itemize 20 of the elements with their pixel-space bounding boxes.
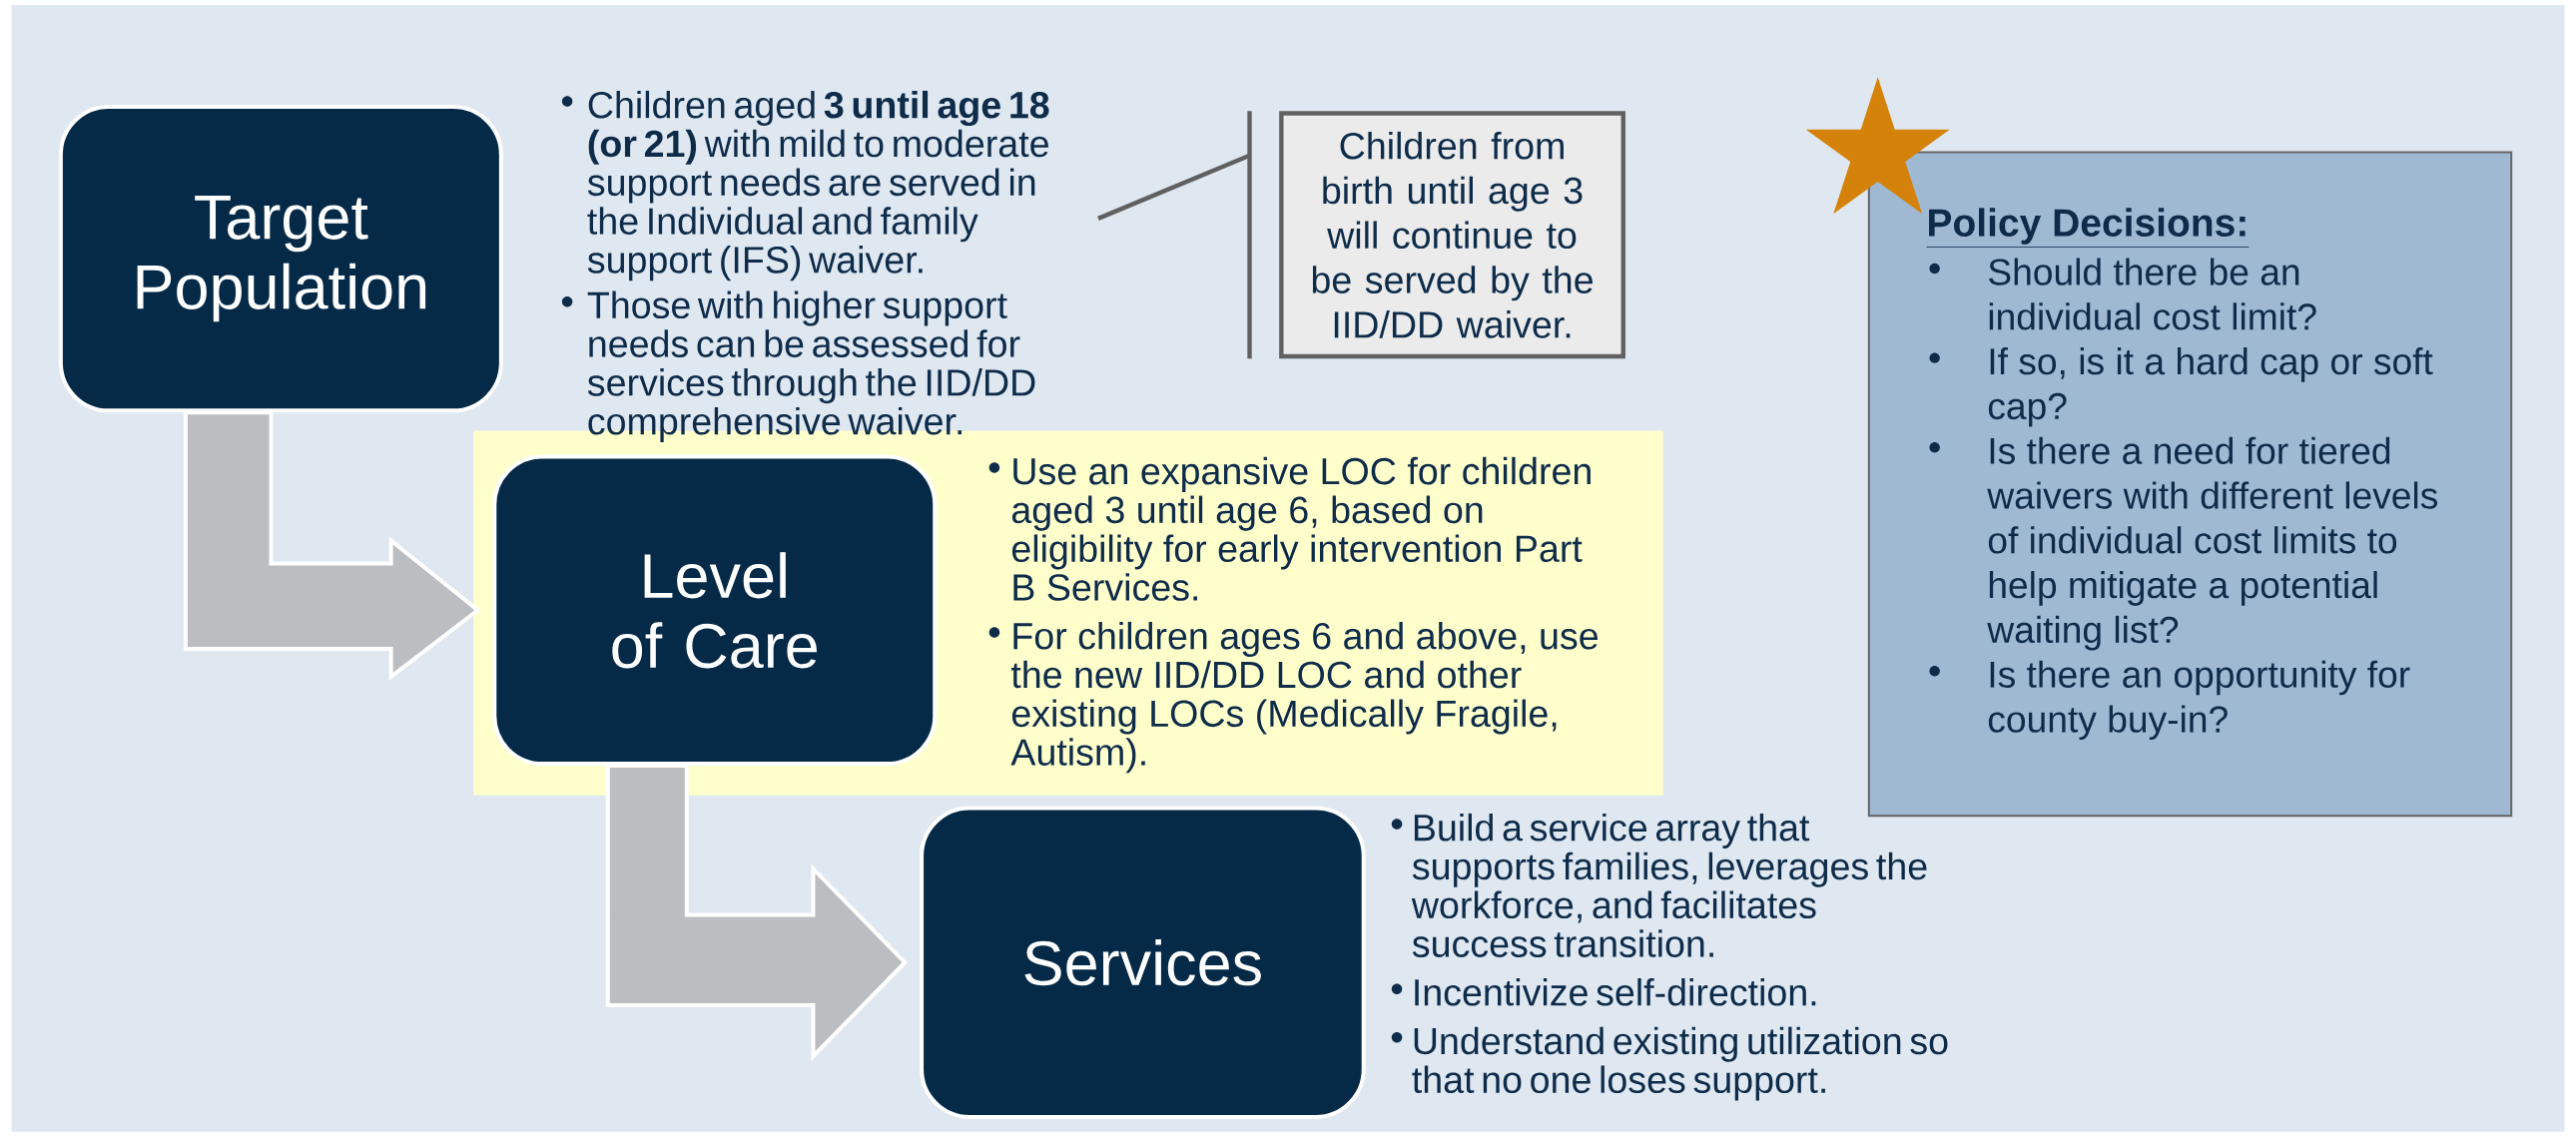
bullet-item: Incentivize self-direction. (1391, 978, 1816, 1006)
process-box: Level of Care (492, 454, 938, 767)
leader-line (1097, 111, 1252, 359)
bullet-item: For children ages 6 and above, use the new IID/DD LOC and other existing LOCs (Medically Fragile, Autism). (988, 622, 1598, 774)
bullet-item: Build a service array that supports families, leverages the workforce, and facilitates success transition. (1391, 814, 1927, 958)
bullet-item: Should there be an individual cost limit? (1929, 258, 2316, 330)
bullet-item: If so, is it a hard cap or soft cap? (1929, 347, 2433, 427)
bullet-item: Those with higher support needs can be assessed for services through the IID/DD comprehensive waiver. (561, 290, 1035, 443)
bent-arrow (183, 410, 481, 682)
bullet-item: Understand existing utilization so that no one loses support. (1391, 1026, 1948, 1101)
bullet-item: Is there a need for tiered waivers with different levels of individual cost limits to help mitigate a potential waiting list? (1929, 436, 2437, 651)
process-box: Services (920, 806, 1366, 1120)
bullet-item: Use an expansive LOC for children aged 3 until age 6, based on eligibility for early intervention Part B Services. (988, 457, 1591, 602)
bullet-item: Children aged 3 until age 18 (or 21) with mild to moderate support needs are served in the Individual and family support (IFS) waiver. (561, 91, 1049, 282)
callout-box: Children from birth until age 3 will continue to be served by the IID/DD waiver. (1279, 111, 1625, 359)
process-box: Target Population (58, 105, 503, 413)
bullet-item: Is there an opportunity for county buy-in? (1929, 660, 2410, 741)
bent-arrow (605, 764, 909, 1062)
heading: Policy Decisions: (1926, 208, 2250, 249)
policy-box (1867, 151, 2513, 818)
